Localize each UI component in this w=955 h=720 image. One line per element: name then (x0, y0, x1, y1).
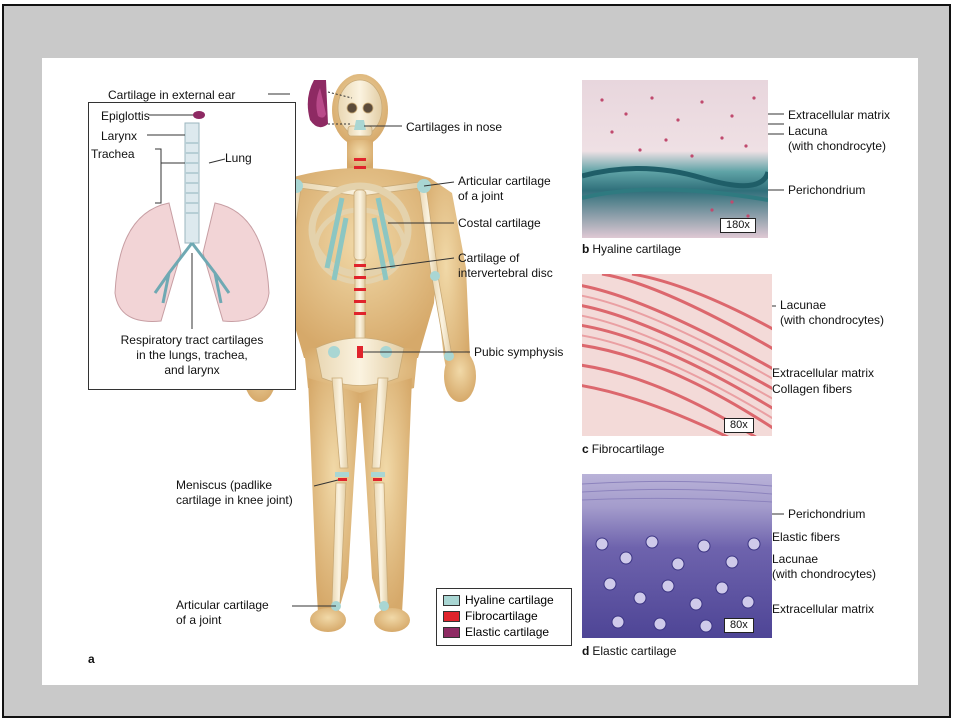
slide-frame: Epiglottis Larynx Trachea Lung Respirato… (2, 4, 951, 718)
hyaline-label-matrix: Extracellular matrix (788, 108, 890, 122)
fibro-texture (582, 274, 772, 436)
legend-swatch-hyaline (443, 595, 460, 606)
fibro-label-lacunae-sub: (with chondrocytes) (780, 313, 884, 327)
micrograph-hyaline (582, 80, 768, 238)
caption-hyaline-letter: b (582, 242, 589, 256)
fibro-label-lacunae: Lacunae (780, 298, 826, 312)
label-nose-cartilage: Cartilages in nose (406, 120, 502, 134)
figure-panel: Epiglottis Larynx Trachea Lung Respirato… (42, 58, 918, 685)
panel-a-letter: a (88, 652, 95, 666)
magnification-fibro: 80x (724, 418, 754, 433)
caption-elastic-text: Elastic cartilage (592, 644, 676, 658)
caption-fibro-letter: c (582, 442, 589, 456)
micrograph-fibro (582, 274, 772, 436)
micrograph-elastic (582, 474, 772, 638)
inset-caption-line3: and larynx (89, 363, 295, 377)
label-trachea: Trachea (91, 147, 135, 161)
fibro-label-collagen: Collagen fibers (772, 382, 852, 396)
legend-item-elastic: Elastic cartilage (443, 625, 549, 639)
respiratory-inset: Epiglottis Larynx Trachea Lung Respirato… (88, 102, 296, 390)
hyaline-label-perichondrium: Perichondrium (788, 183, 865, 197)
legend-label-fibro: Fibrocartilage (465, 609, 538, 623)
inset-caption-line2: in the lungs, trachea, (89, 348, 295, 362)
label-lung: Lung (225, 151, 252, 165)
label-disc-2: intervertebral disc (458, 266, 553, 280)
legend-label-elastic: Elastic cartilage (465, 625, 549, 639)
elastic-label-fibers: Elastic fibers (772, 530, 840, 544)
hyaline-label-lacuna: Lacuna (788, 124, 827, 138)
hyaline-label-lacuna-sub: (with chondrocyte) (788, 139, 886, 153)
caption-hyaline-text: Hyaline cartilage (592, 242, 681, 256)
label-articular-shoulder-1: Articular cartilage (458, 174, 551, 188)
legend-item-hyaline: Hyaline cartilage (443, 593, 554, 607)
label-meniscus-2: cartilage in knee joint) (176, 493, 293, 507)
elastic-label-lacunae-sub: (with chondrocytes) (772, 567, 876, 581)
legend-label-hyaline: Hyaline cartilage (465, 593, 554, 607)
label-articular-shoulder-2: of a joint (458, 189, 503, 203)
legend-swatch-fibro (443, 611, 460, 622)
label-ear-cartilage: Cartilage in external ear (108, 88, 235, 102)
magnification-hyaline: 180x (720, 218, 756, 233)
hyaline-texture (582, 80, 768, 238)
label-costal-cartilage: Costal cartilage (458, 216, 541, 230)
inset-caption-line1: Respiratory tract cartilages (89, 333, 295, 347)
label-disc-1: Cartilage of (458, 251, 519, 265)
label-epiglottis: Epiglottis (101, 109, 150, 123)
label-larynx: Larynx (101, 129, 137, 143)
elastic-texture (582, 474, 772, 638)
legend: Hyaline cartilage Fibrocartilage Elastic… (436, 588, 572, 646)
label-articular-ankle-2: of a joint (176, 613, 221, 627)
legend-swatch-elastic (443, 627, 460, 638)
label-pubic-symphysis: Pubic symphysis (474, 345, 563, 359)
caption-fibro-text: Fibrocartilage (592, 442, 665, 456)
fibro-label-matrix: Extracellular matrix (772, 366, 874, 380)
legend-item-fibro: Fibrocartilage (443, 609, 538, 623)
elastic-label-lacunae: Lacunae (772, 552, 818, 566)
caption-elastic-letter: d (582, 644, 589, 658)
elastic-label-perichondrium: Perichondrium (788, 507, 865, 521)
label-articular-ankle-1: Articular cartilage (176, 598, 269, 612)
label-meniscus-1: Meniscus (padlike (176, 478, 272, 492)
elastic-label-matrix: Extracellular matrix (772, 602, 874, 616)
magnification-elastic: 80x (724, 618, 754, 633)
